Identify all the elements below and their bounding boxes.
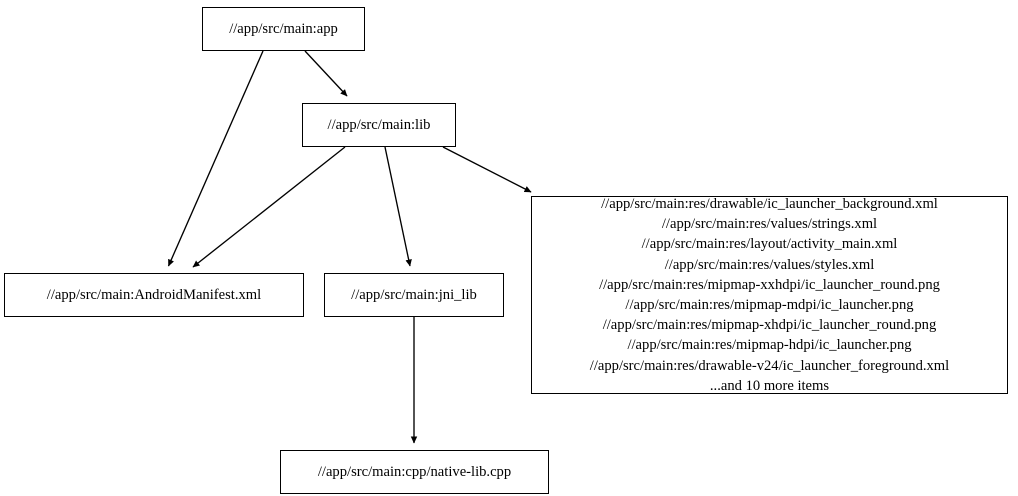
graph-node-androidmanifest-label: //app/src/main:AndroidManifest.xml — [46, 286, 262, 303]
edge-lib-to-jni — [384, 146, 412, 267]
graph-node-resources[interactable]: //app/src/main:res/drawable/ic_launcher_… — [531, 196, 1008, 394]
edge-app-to-manifest — [167, 50, 264, 267]
graph-node-app[interactable]: //app/src/main:app — [202, 7, 365, 51]
edge-lib-to-manifest — [192, 146, 346, 268]
graph-node-jni-lib[interactable]: //app/src/main:jni_lib — [324, 273, 504, 317]
graph-node-app-label: //app/src/main:app — [229, 20, 338, 37]
graph-node-resources-label: //app/src/main:res/drawable/ic_launcher_… — [589, 195, 950, 394]
edge-app-to-lib — [304, 50, 348, 97]
graph-node-lib[interactable]: //app/src/main:lib — [302, 103, 456, 147]
graph-node-lib-label: //app/src/main:lib — [327, 116, 431, 133]
graph-node-native-lib-cpp[interactable]: //app/src/main:cpp/native-lib.cpp — [280, 450, 549, 494]
graph-node-native-lib-cpp-label: //app/src/main:cpp/native-lib.cpp — [317, 463, 512, 480]
edge-lib-to-resources — [442, 146, 532, 193]
graph-node-androidmanifest[interactable]: //app/src/main:AndroidManifest.xml — [4, 273, 304, 317]
graph-node-jni-lib-label: //app/src/main:jni_lib — [351, 286, 477, 303]
